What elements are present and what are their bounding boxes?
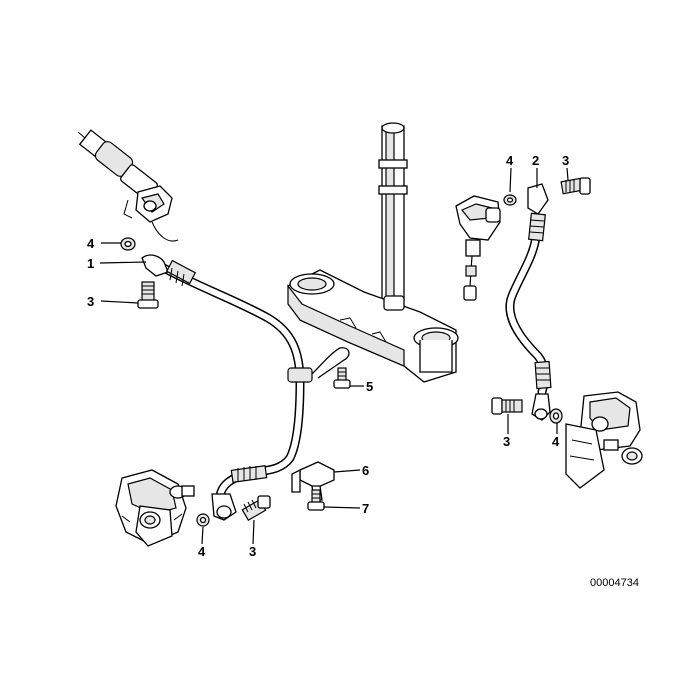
fork-triple-clamp: [287, 122, 459, 383]
handlebar-master-cylinder: [77, 129, 179, 242]
front-brake-hose: [141, 254, 350, 521]
washer-a: [120, 237, 136, 251]
callout-5: 5: [366, 379, 373, 394]
bolt-7: [307, 489, 325, 511]
callout-6: 6: [362, 463, 369, 478]
washer-b: [503, 194, 517, 206]
callout-3-top-left: 3: [87, 294, 94, 309]
callout-4-rear: 4: [552, 434, 560, 449]
callout-3-front: 3: [249, 544, 256, 559]
bolt-5: [333, 367, 351, 389]
callout-4-top-right: 4: [506, 153, 514, 168]
diagram-code: 00004734: [590, 577, 639, 589]
callout-4-top-left: 4: [87, 236, 95, 251]
leader-lines: [99, 167, 569, 545]
callout-3-top-right: 3: [562, 153, 569, 168]
callout-1: 1: [87, 256, 94, 271]
rear-brake-caliper: [565, 391, 643, 489]
washer-d: [196, 513, 210, 527]
callout-3-rear: 3: [503, 434, 510, 449]
callout-4-front: 4: [198, 544, 206, 559]
banjo-bolt-a: [137, 281, 159, 309]
banjo-bolt-d: [241, 495, 271, 522]
front-brake-caliper: [115, 469, 195, 547]
banjo-bolt-c: [491, 397, 523, 415]
washer-c: [549, 408, 563, 424]
callout-7: 7: [362, 501, 369, 516]
callout-2: 2: [532, 153, 539, 168]
rear-master-cylinder: [455, 195, 501, 301]
rear-brake-hose: [505, 183, 552, 421]
banjo-bolt-b: [560, 177, 591, 195]
